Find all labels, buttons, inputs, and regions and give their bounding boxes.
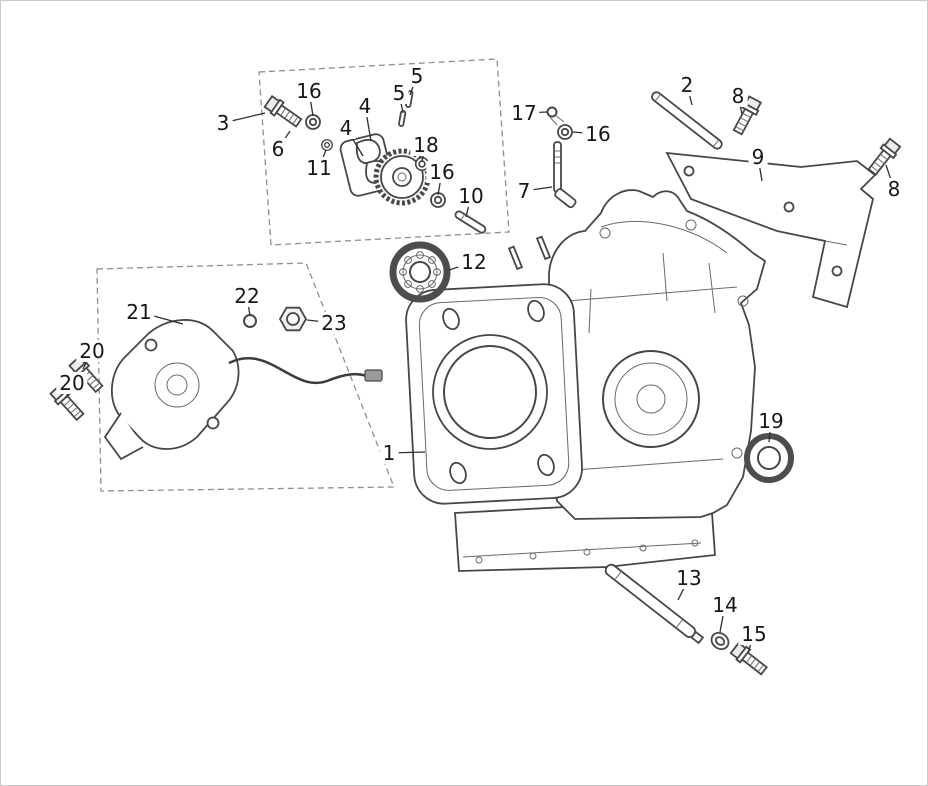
part-washer-16b: [430, 192, 446, 208]
wire-terminal: [364, 369, 383, 382]
part-pin-5b: [398, 110, 407, 127]
part-washer-11: [321, 139, 333, 151]
camshaft-assembly-outline: [258, 58, 510, 246]
part-ignition-coil-21: [103, 319, 383, 461]
part-nut-23: [278, 306, 308, 332]
engine-block-drawing: [405, 189, 767, 572]
part-clip-17: [546, 106, 565, 126]
part-bolt-7: [553, 141, 577, 209]
camshaft-governor-assembly: [262, 90, 487, 234]
part-washer-16a: [305, 114, 321, 130]
part-bolt-8a: [729, 94, 764, 137]
spark-plug-wire: [228, 356, 368, 385]
part-pipe-2: [651, 91, 723, 150]
part-bearing-12: [389, 241, 451, 303]
part-washer-14: [710, 631, 730, 651]
part-pin-10: [454, 210, 487, 234]
part-bolt-20b: [48, 383, 87, 424]
part-washer-16c: [557, 124, 573, 140]
part-pin-5a: [405, 90, 414, 108]
part-shaft-13: [604, 563, 705, 645]
part-ring-22: [243, 314, 257, 328]
part-bolt-3-6: [262, 94, 305, 131]
cylinder-bore: [432, 334, 548, 450]
part-bracket-9: [665, 151, 877, 309]
part-oil-seal-19: [744, 433, 794, 483]
